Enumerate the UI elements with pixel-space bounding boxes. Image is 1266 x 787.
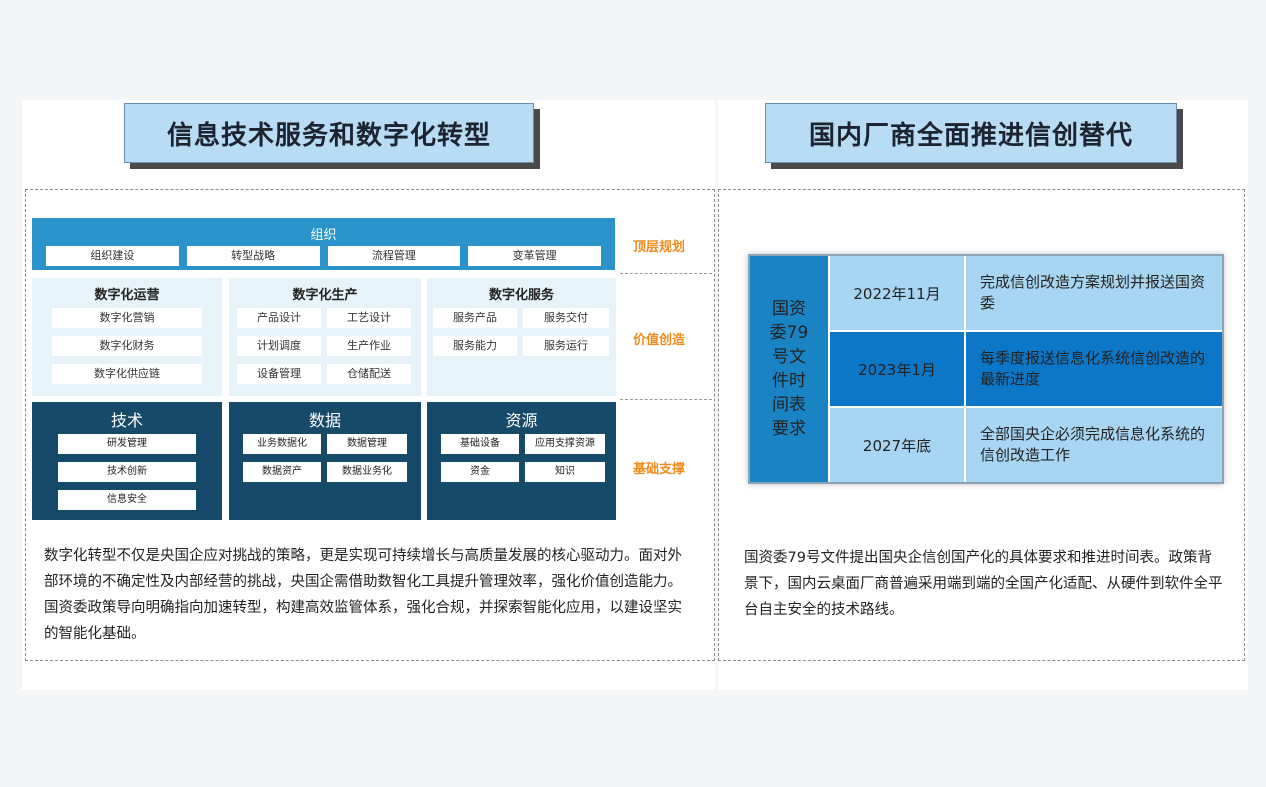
- table-row: 2023年1月 每季度报送信息化系统信创改造的最新进度: [830, 332, 1222, 406]
- technology-block: 技术 研发管理 技术创新 信息安全: [32, 402, 222, 520]
- row-desc: 每季度报送信息化系统信创改造的最新进度: [966, 332, 1222, 406]
- block-item: 知识: [525, 462, 605, 482]
- right-paragraph: 国资委79号文件提出国央企信创国产化的具体要求和推进时间表。政策背景下，国内云桌…: [744, 550, 1223, 618]
- block-item: 信息安全: [58, 490, 196, 510]
- timeline-table: 国资委79号文件时间表要求 2022年11月 完成信创改造方案规划并报送国资委 …: [748, 254, 1224, 484]
- block-header: 数据: [308, 411, 341, 430]
- block-item: 服务产品: [433, 308, 517, 328]
- block-item: 资金: [441, 462, 519, 482]
- left-dashed-frame: [25, 189, 715, 661]
- block-item: 服务能力: [433, 336, 517, 356]
- layer-separator: [620, 273, 712, 274]
- block-item: 研发管理: [58, 434, 196, 454]
- row-date: 2027年底: [830, 408, 964, 482]
- block-item: 数据管理: [327, 434, 407, 454]
- org-item: 转型战略: [186, 246, 320, 266]
- block-header: 数字化运营: [94, 288, 160, 303]
- row-desc: 完成信创改造方案规划并报送国资委: [966, 256, 1222, 330]
- row-date: 2023年1月: [830, 332, 964, 406]
- block-header: 技术: [110, 411, 143, 430]
- table-row: 2027年底 全部国央企必须完成信息化系统的信创改造工作: [830, 408, 1222, 482]
- digital-service-block: 数字化服务 服务产品 服务交付 服务能力 服务运行: [427, 278, 616, 396]
- digital-production-block: 数字化生产 产品设计 工艺设计 计划调度 生产作业 设备管理 仓储配送: [229, 278, 421, 396]
- block-item: 应用支撑资源: [525, 434, 605, 454]
- block-item: 服务运行: [523, 336, 609, 356]
- left-paragraph: 数字化转型不仅是央国企应对挑战的策略，更是实现可持续增长与高质量发展的核心驱动力…: [44, 548, 682, 642]
- block-item: 数据资产: [243, 462, 321, 482]
- row-desc: 全部国央企必须完成信息化系统的信创改造工作: [966, 408, 1222, 482]
- right-dashed-frame: [718, 189, 1245, 661]
- data-block: 数据 业务数据化 数据管理 数据资产 数据业务化: [229, 402, 421, 520]
- side-label-bottom: 基础支撑: [633, 462, 686, 477]
- block-item: 数据业务化: [327, 462, 407, 482]
- block-header: 数字化生产: [292, 288, 358, 303]
- digital-operation-block: 数字化运营 数字化营销 数字化财务 数字化供应链: [32, 278, 222, 396]
- table-side-label-text: 国资委79号文件时间表要求: [769, 299, 809, 439]
- org-item: 流程管理: [327, 246, 461, 266]
- block-item: 技术创新: [58, 462, 196, 482]
- block-item: 业务数据化: [243, 434, 321, 454]
- org-item: 变革管理: [468, 246, 601, 266]
- row-date: 2022年11月: [830, 256, 964, 330]
- block-item: 基础设备: [441, 434, 519, 454]
- block-item: 仓储配送: [327, 364, 411, 384]
- block-header: 数字化服务: [488, 288, 554, 303]
- org-item: 组织建设: [46, 246, 179, 266]
- org-header: 组织: [310, 228, 337, 243]
- block-item: 数字化供应链: [52, 364, 202, 384]
- table-side-label: 国资委79号文件时间表要求: [750, 256, 828, 482]
- left-title: 信息技术服务和数字化转型: [124, 103, 534, 163]
- table-row: 2022年11月 完成信创改造方案规划并报送国资委: [830, 256, 1222, 330]
- resource-block: 资源 基础设备 应用支撑资源 资金 知识: [427, 402, 616, 520]
- block-header: 资源: [505, 411, 538, 430]
- block-item: 服务交付: [523, 308, 609, 328]
- layer-separator: [620, 399, 712, 400]
- block-item: 数字化营销: [52, 308, 202, 328]
- block-item: 设备管理: [237, 364, 321, 384]
- block-item: 产品设计: [237, 308, 321, 328]
- block-item: 生产作业: [327, 336, 411, 356]
- block-item: 工艺设计: [327, 308, 411, 328]
- side-label-top: 顶层规划: [633, 240, 686, 255]
- block-item: 计划调度: [237, 336, 321, 356]
- org-row: 组织 组织建设 转型战略 流程管理 变革管理: [32, 218, 615, 270]
- side-label-mid: 价值创造: [633, 333, 686, 348]
- block-item: 数字化财务: [52, 336, 202, 356]
- right-title: 国内厂商全面推进信创替代: [765, 103, 1177, 163]
